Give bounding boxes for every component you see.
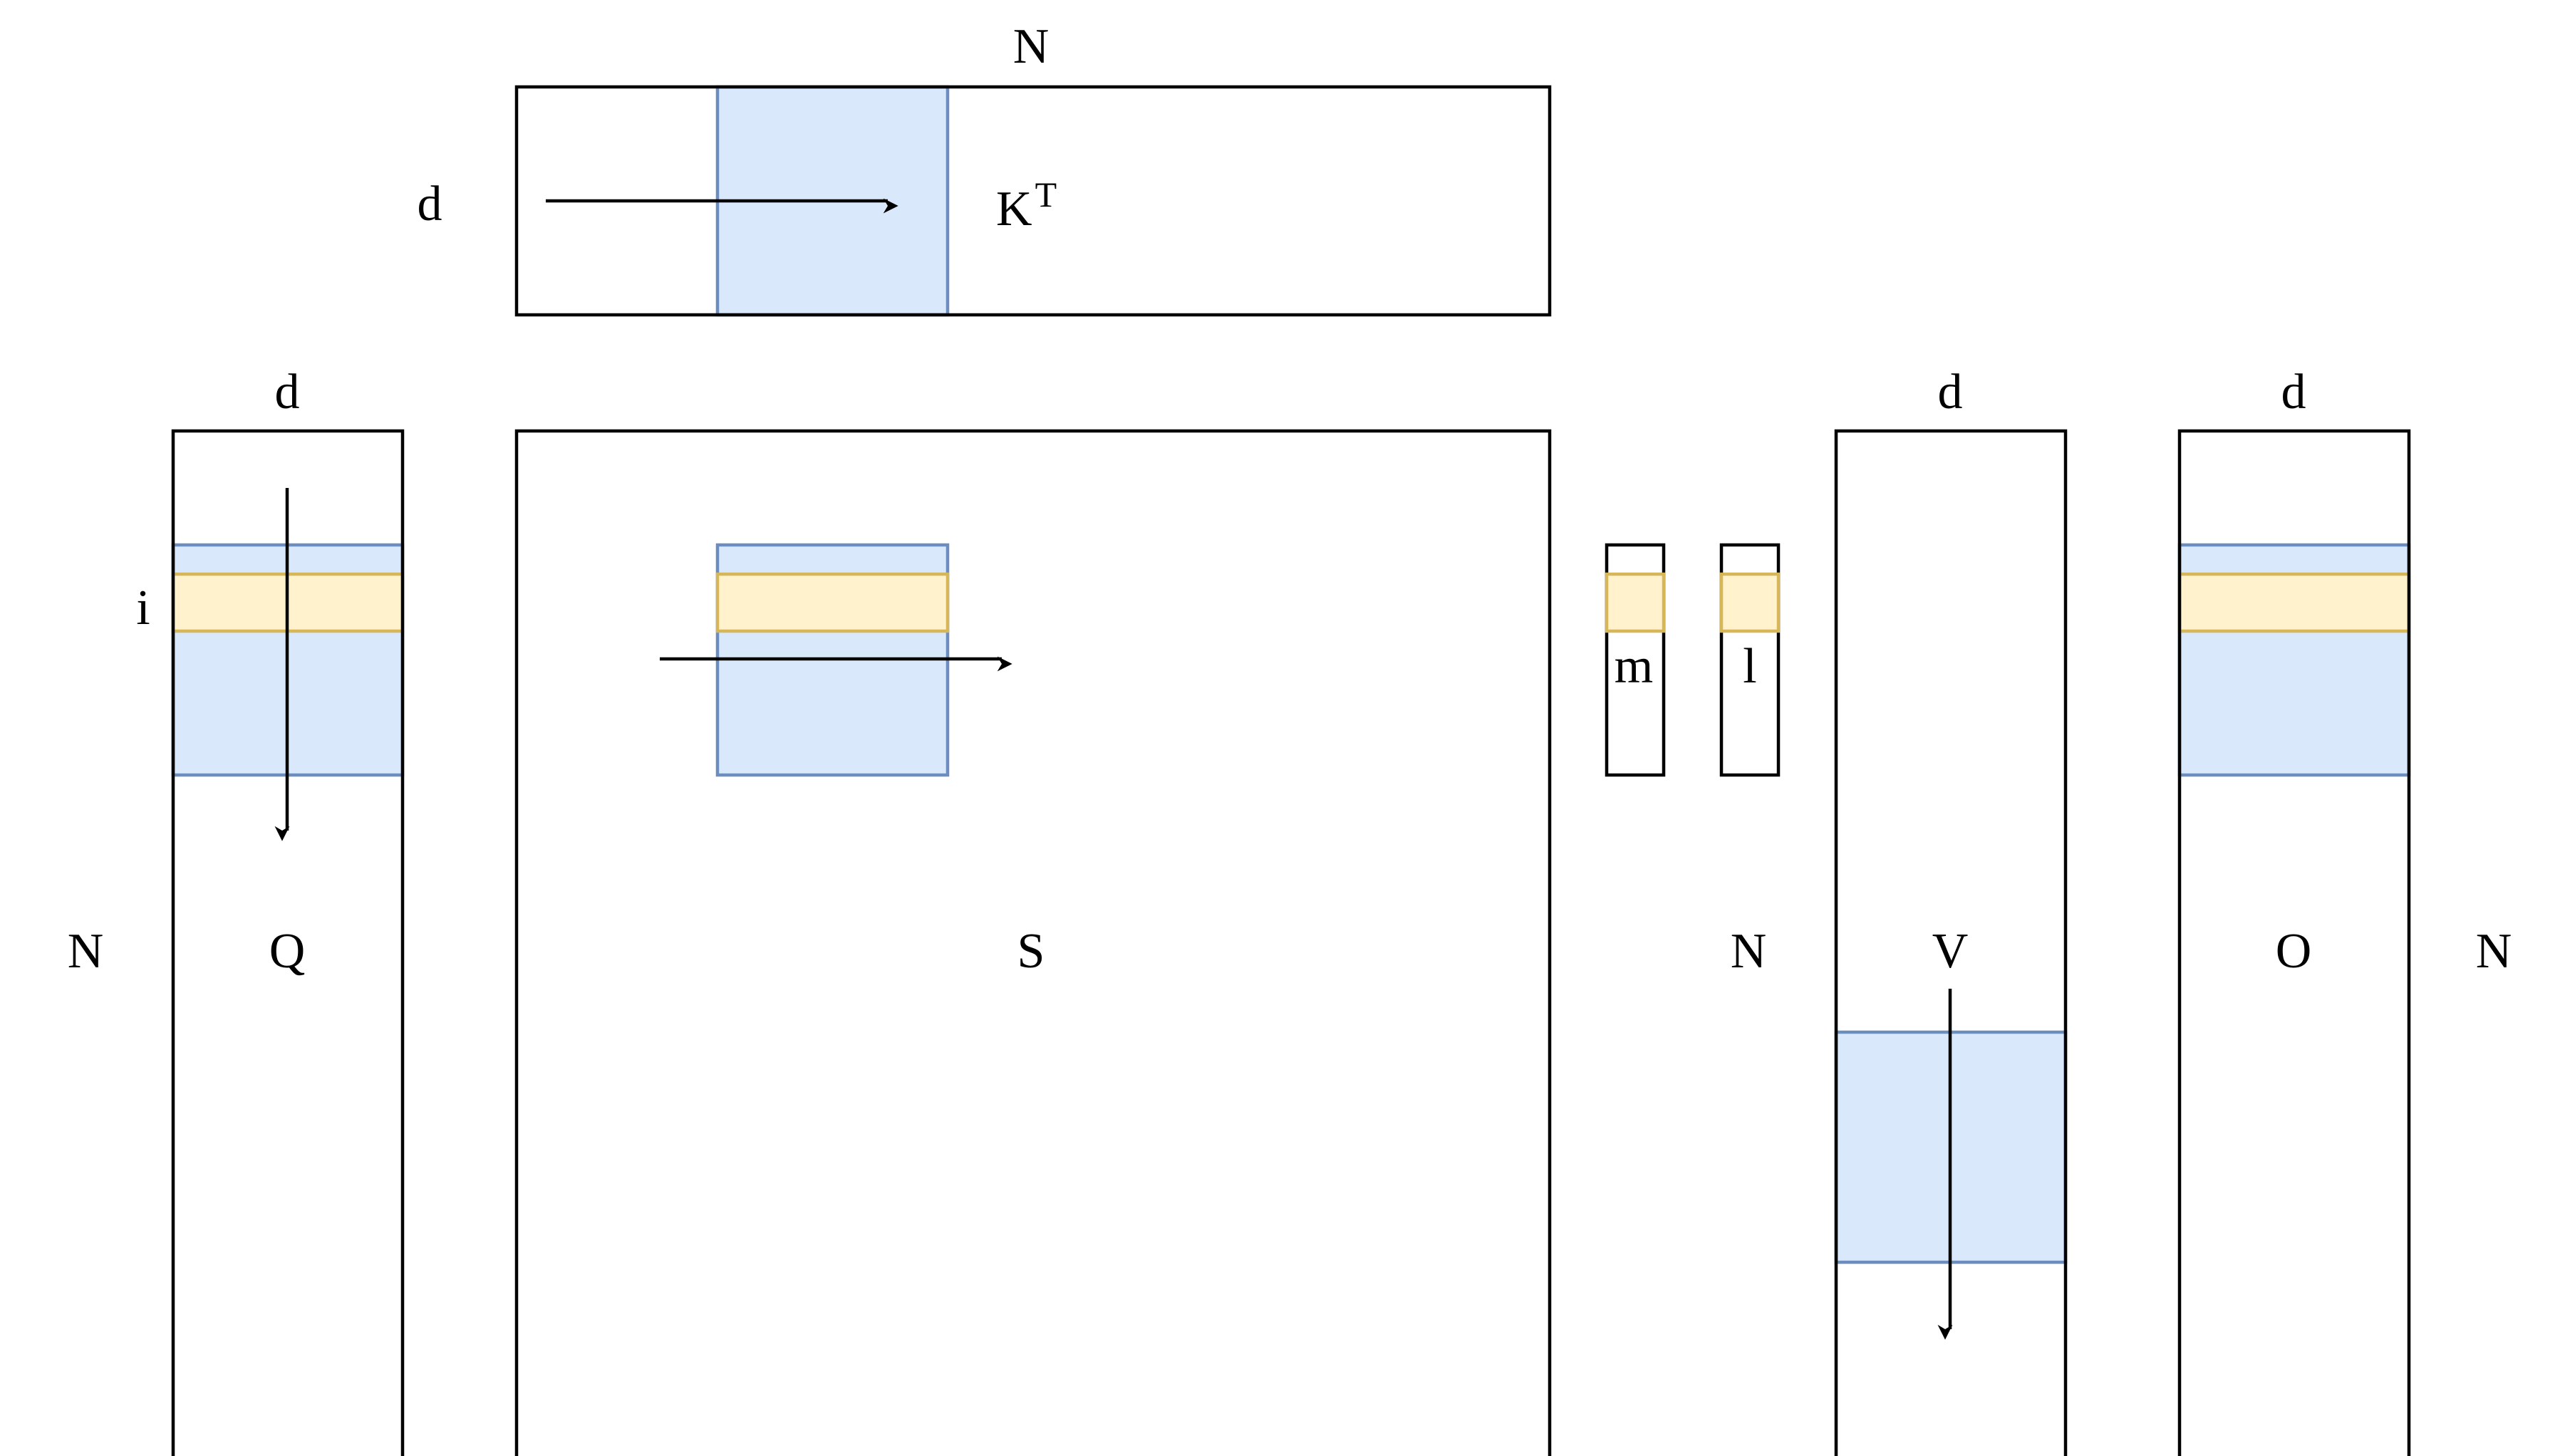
v-top-label: d <box>1938 365 1963 420</box>
s-frame <box>514 429 1552 1456</box>
q-frame <box>171 429 405 1456</box>
kt-name-label: KT <box>996 175 1057 236</box>
o-frame <box>2177 429 2411 1456</box>
kt-matrix: N d KT <box>418 19 1552 317</box>
o-top-label: d <box>2281 365 2306 420</box>
l-row-i <box>1719 572 1781 633</box>
v-frame <box>1834 429 2068 1456</box>
q-row-label: i <box>136 581 150 635</box>
kt-name-superscript: T <box>1035 175 1057 214</box>
o-side-label: N <box>2476 924 2512 979</box>
q-name-label: Q <box>269 924 306 979</box>
s-matrix: S <box>514 429 1552 1456</box>
m-frame <box>1605 543 1666 777</box>
q-top-label: d <box>275 365 300 420</box>
s-row-i <box>715 572 950 633</box>
o-matrix: d O N <box>2177 365 2512 1456</box>
o-name-label: O <box>2276 924 2312 979</box>
m-row-i <box>1605 572 1666 633</box>
m-name-label: m <box>1615 639 1653 694</box>
v-matrix: d N V <box>1731 365 2068 1456</box>
kt-top-label: N <box>1013 19 1050 74</box>
kt-side-label: d <box>418 177 442 232</box>
m-vector: m <box>1605 543 1666 777</box>
o-row-i <box>2177 572 2411 633</box>
s-name-label: S <box>1017 924 1045 979</box>
l-frame <box>1719 543 1781 777</box>
q-side-label: N <box>68 924 104 979</box>
l-name-label: l <box>1743 639 1756 694</box>
v-side-label: N <box>1731 924 1767 979</box>
l-vector: l <box>1719 543 1781 777</box>
q-matrix: d i N Q <box>68 365 405 1456</box>
kt-frame <box>514 85 1552 317</box>
kt-name-base: K <box>996 182 1032 236</box>
v-name-label: V <box>1932 924 1969 979</box>
